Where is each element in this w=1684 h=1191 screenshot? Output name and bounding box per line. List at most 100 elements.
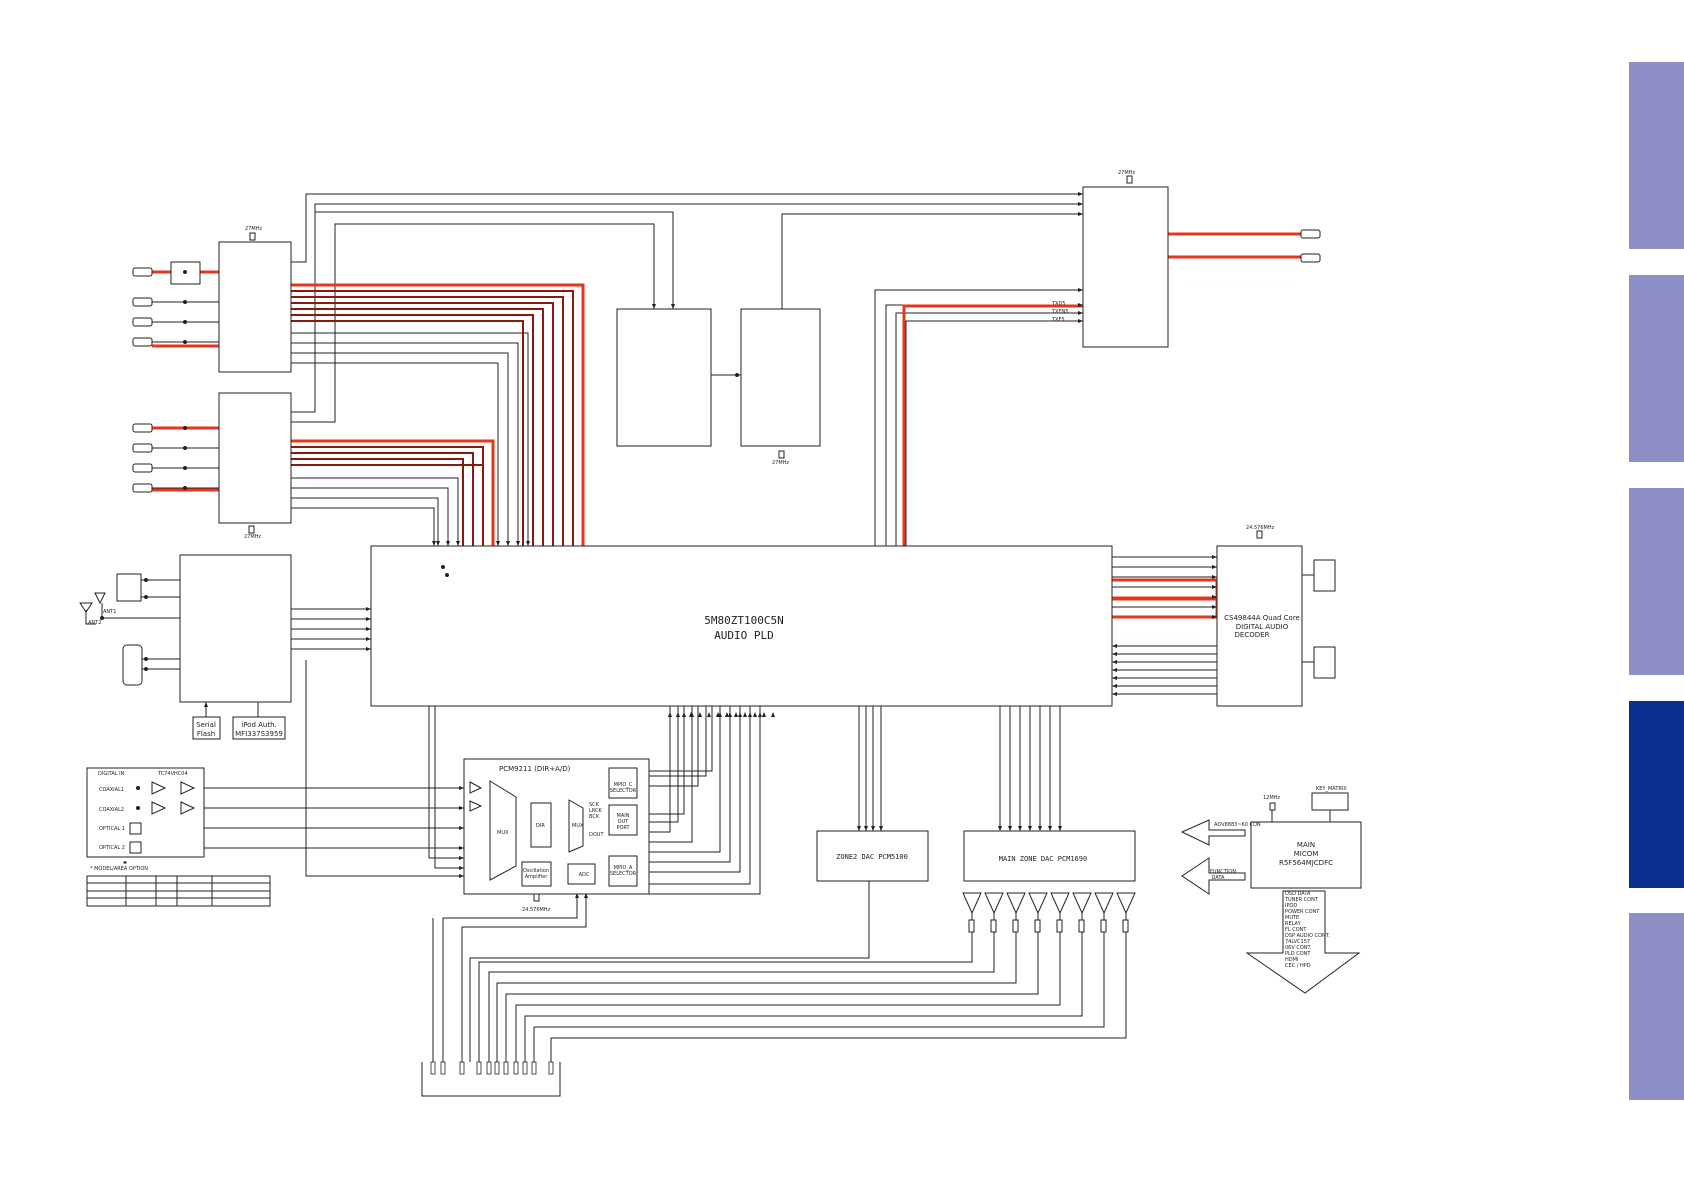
arrowhead [1078, 212, 1083, 216]
control-item: PLD CONT [1285, 951, 1311, 957]
junction [183, 486, 187, 490]
arrowhead [459, 856, 464, 860]
arrowhead [1212, 565, 1217, 569]
arrowhead [668, 712, 672, 717]
wire [442, 884, 578, 1062]
input-label: COAXIAL2 [99, 807, 124, 813]
arrowhead [204, 702, 208, 707]
antenna-label: ANT1 [103, 609, 116, 615]
wire [1160, 232, 1301, 259]
control-item: IPOD [1285, 903, 1297, 909]
arrowhead [1078, 288, 1083, 292]
wire [291, 193, 1083, 263]
arrowhead [743, 712, 747, 717]
antenna-icon [94, 592, 106, 605]
wire [533, 932, 1105, 1062]
wire [291, 352, 509, 546]
mux-label: MUX [497, 830, 509, 836]
jack-connector [513, 1061, 519, 1075]
dsp-memory-b [1313, 646, 1336, 679]
arrowhead [725, 712, 729, 717]
hdmi-receiver-block-a [218, 241, 292, 373]
junction [136, 806, 140, 810]
mpio-c-label: MPIO_C [614, 782, 633, 788]
crystal-label: 27MHz [772, 460, 789, 466]
arrowhead [676, 712, 680, 717]
serial-flash-label: Serial [196, 721, 216, 729]
resistor-icon [1122, 919, 1129, 933]
wire [637, 706, 713, 772]
video-connectors [122, 229, 1321, 864]
input-label: COAXIAL1 [99, 787, 124, 793]
dsp-title: DIGITAL AUDIO [1236, 623, 1289, 631]
audio-pld-block [370, 545, 1113, 707]
pcm9211-internals [129, 780, 584, 881]
arrowhead [857, 826, 861, 831]
arrowhead [871, 826, 875, 831]
arrowhead [446, 541, 450, 546]
video-processor-block [616, 308, 712, 447]
arrowhead [1048, 826, 1052, 831]
arrowhead [682, 712, 686, 717]
side-nav-tab-3[interactable] [1629, 488, 1684, 675]
dac-output-amplifiers [962, 892, 1136, 933]
jack-connector [522, 1061, 528, 1075]
side-nav-tab-2[interactable] [1629, 275, 1684, 462]
dsp-subtitle: DECODER [1235, 631, 1270, 639]
crystal-label: 24.576MHz [522, 907, 551, 913]
adc-label: ADC [579, 872, 590, 878]
arrowhead [496, 541, 500, 546]
serial-flash-label: Flash [197, 730, 215, 738]
arrowhead [1008, 826, 1012, 831]
arrowhead [1212, 555, 1217, 559]
control-item: MUTE [1285, 915, 1299, 921]
side-nav-tab-1[interactable] [1629, 62, 1684, 249]
control-item: HDMI [1285, 957, 1298, 963]
wire [649, 706, 721, 853]
wire [291, 223, 655, 423]
mux-label: MUX [572, 823, 584, 829]
arrowhead [762, 712, 766, 717]
ethernet-jack [116, 573, 142, 602]
wire [649, 706, 761, 895]
zone2-dac-block [816, 830, 929, 882]
arrowhead [698, 712, 702, 717]
micom-label: MICOM [1294, 850, 1319, 858]
junction [144, 667, 148, 671]
arrowhead [1212, 615, 1217, 619]
jack-connector [476, 1061, 482, 1075]
amplifier-icon [1094, 892, 1114, 915]
arrowhead [864, 826, 868, 831]
control-item: RELAY [1285, 921, 1302, 927]
arrowhead [1058, 826, 1062, 831]
wire [905, 320, 1083, 546]
amplifier-icon [962, 892, 982, 915]
junction [183, 270, 187, 274]
junction [441, 565, 445, 569]
junction [100, 616, 104, 620]
arrowhead [366, 617, 371, 621]
side-nav-tab-5[interactable] [1629, 913, 1684, 1100]
arrowhead [707, 712, 711, 717]
arrowhead [1112, 684, 1117, 688]
buffer-ic-label: TC74VHC04 [157, 771, 188, 777]
wire [550, 932, 1127, 1062]
side-nav-tab-4[interactable] [1629, 701, 1684, 888]
function-data-label: DATA [1212, 875, 1225, 881]
amplifier-icon [1116, 892, 1136, 915]
input-label: OPTICAL 2 [99, 845, 125, 851]
wire [895, 312, 1083, 546]
wire [781, 213, 1083, 309]
arrowhead [671, 304, 675, 309]
junction [183, 426, 187, 430]
adc-block [567, 863, 596, 885]
jack-connector [494, 1061, 500, 1075]
junction [445, 573, 449, 577]
wire [649, 706, 741, 873]
arrowhead [716, 712, 720, 717]
arrowhead [366, 637, 371, 641]
jack-connector [486, 1061, 492, 1075]
mpio-a-label: MPIO_A [614, 865, 633, 871]
osc-label: Amplifier [525, 874, 548, 880]
